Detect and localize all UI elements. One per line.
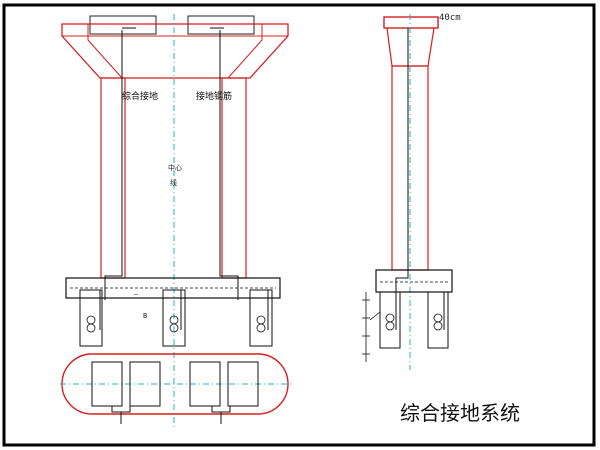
center-label-1: 中心: [168, 163, 182, 172]
center-label-2: 线: [170, 178, 177, 187]
drawing-caption: 综合接地系统: [400, 401, 520, 425]
side-pile-1: [379, 291, 401, 349]
plan-link-right: [211, 406, 231, 413]
side-cap-top: [383, 16, 439, 29]
column-right: [221, 77, 247, 279]
pile-coils: [86, 315, 266, 333]
plan-block-2: [129, 361, 161, 407]
left-column-label: 综合接地: [122, 90, 158, 102]
right-column-label: 接地钢筋: [196, 90, 232, 102]
pile-2: [162, 289, 186, 347]
svg-text:B: B: [143, 312, 147, 320]
column-left: [100, 77, 126, 279]
side-pile-coils: [385, 313, 443, 331]
cap-inner-right: [227, 24, 263, 79]
svg-text:—: —: [134, 290, 139, 298]
bearing-pad-right: [187, 15, 255, 35]
plan-block-4: [227, 361, 259, 407]
ground-rebar-left: [104, 30, 123, 300]
pile-1: [79, 289, 103, 347]
side-pile-cap: [375, 269, 453, 293]
side-rebar: [395, 28, 409, 296]
plan-block-1: [91, 361, 123, 407]
side-elevation: 40cm: [362, 13, 461, 370]
side-cap-taper: [386, 27, 435, 67]
side-dimension-ticks: [362, 292, 381, 362]
plan-link-left: [111, 406, 131, 413]
drawing-frame: [2, 3, 596, 447]
plan-block-3: [189, 361, 221, 407]
cap-inner-left: [87, 24, 123, 79]
front-elevation: — B 综合接地 接地钢筋 中心 线: [61, 14, 289, 430]
bearing-pad-left: [89, 15, 157, 35]
side-pile-2: [427, 291, 449, 349]
pile-3: [249, 289, 273, 347]
dimension-label: 40cm: [439, 13, 461, 23]
pile-cap: [65, 277, 281, 299]
plan-view: [60, 353, 292, 424]
